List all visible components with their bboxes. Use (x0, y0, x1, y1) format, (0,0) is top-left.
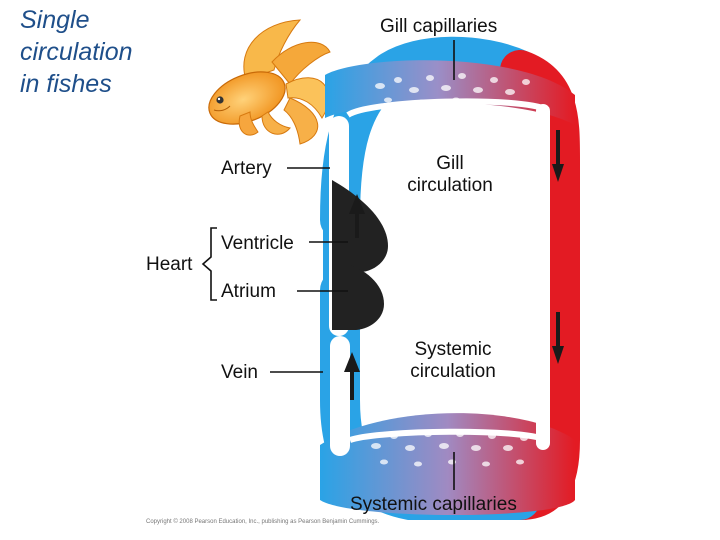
leader-lines (201, 40, 455, 490)
heart-chambers (332, 180, 388, 330)
label-systemic-capillaries: Systemic capillaries (350, 494, 517, 515)
label-systemic-circulation: Systemic circulation (410, 339, 496, 382)
diagram-title: Single circulation in fishes (20, 6, 133, 98)
label-gill-capillaries: Gill capillaries (380, 16, 498, 37)
label-gill-circulation: Gill circulation (407, 153, 493, 196)
goldfish-illustration (208, 19, 331, 145)
label-heart: Heart (146, 254, 193, 275)
label-artery: Artery (221, 158, 272, 179)
label-vein: Vein (221, 362, 258, 383)
label-atrium: Atrium (221, 281, 276, 302)
label-ventricle: Ventricle (221, 233, 294, 254)
copyright-notice: Copyright © 2008 Pearson Education, Inc.… (146, 519, 380, 525)
flow-arrow (344, 130, 564, 400)
